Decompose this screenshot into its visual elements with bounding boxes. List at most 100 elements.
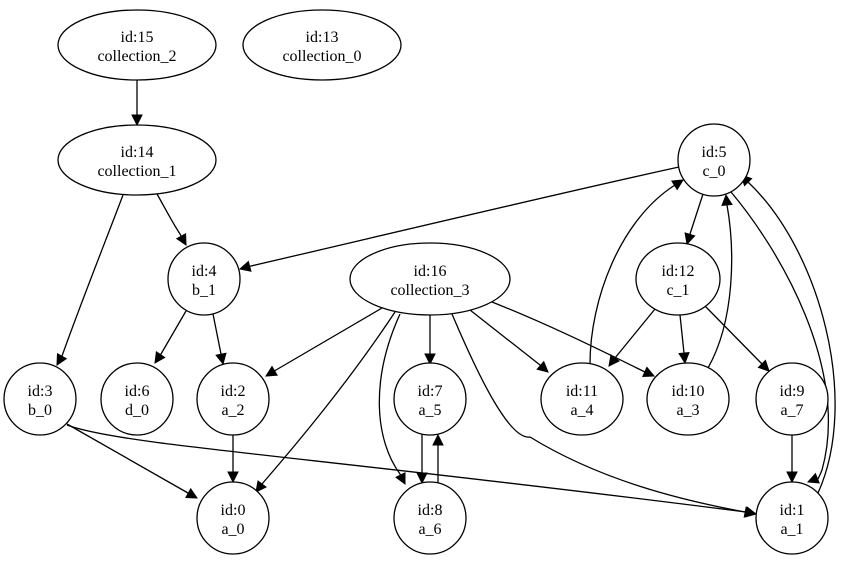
node-name-label: a_7 (780, 402, 803, 419)
node-name-label: b_0 (28, 402, 52, 419)
edge-4-to-2 (212, 313, 227, 366)
arrowhead-icon (265, 365, 278, 377)
node-ellipse (57, 9, 217, 81)
node-name-label: a_5 (418, 402, 441, 419)
node-id-label: id:13 (306, 29, 339, 46)
node-name-label: c_1 (666, 282, 689, 299)
node-id-label: id:3 (28, 383, 53, 400)
node-circle (393, 481, 467, 555)
edge-10-to-5 (707, 193, 733, 369)
edge-15-to-14 (131, 80, 143, 127)
arrowhead-icon (684, 232, 696, 246)
node-id-label: id:11 (566, 383, 598, 400)
arrowhead-icon (175, 233, 187, 246)
edge-14-to-3 (56, 194, 124, 366)
node-6[interactable]: id:6 d_0 (100, 362, 174, 436)
node-ellipse (646, 362, 730, 436)
node-name-label: b_1 (192, 282, 216, 299)
node-3[interactable]: id:3 b_0 (3, 362, 77, 436)
node-circle (3, 362, 77, 436)
node-id-label: id:1 (780, 502, 805, 519)
node-id-label: id:8 (418, 502, 443, 519)
arrowhead-icon (238, 260, 252, 272)
node-name-label: collection_3 (390, 282, 469, 299)
edge-line (378, 313, 404, 480)
edge-11-to-5 (589, 179, 684, 365)
arrowhead-icon (806, 472, 820, 484)
node-id-label: id:5 (702, 144, 727, 161)
edge-16-to-7 (424, 315, 436, 366)
edge-2-to-0 (227, 435, 239, 484)
node-circle (167, 242, 241, 316)
arrowhead-icon (215, 352, 227, 366)
node-circle (100, 362, 174, 436)
node-name-label: collection_1 (97, 163, 176, 180)
edge-12-to-11 (608, 308, 656, 367)
node-name-label: a_0 (221, 521, 244, 538)
node-ellipse (635, 242, 721, 316)
node-8[interactable]: id:8a_6 (393, 481, 467, 555)
arrowhead-icon (744, 506, 758, 518)
node-7[interactable]: id:7 a_5 (393, 362, 467, 436)
node-id-label: id:4 (192, 263, 217, 280)
node-id-label: id:6 (125, 383, 150, 400)
node-circle (196, 481, 270, 555)
arrowhead-icon (185, 487, 198, 499)
edge-5-to-4 (238, 166, 680, 272)
node-12[interactable]: id:12 c_1 (635, 242, 721, 316)
edge-14-to-4 (156, 193, 187, 246)
node-id-label: id:2 (221, 383, 246, 400)
edge-line (156, 193, 184, 240)
node-5[interactable]: id:5c_0 (677, 123, 751, 197)
node-11[interactable]: id:11 a_4 (540, 362, 624, 436)
node-id-label: id:0 (221, 502, 246, 519)
edge-line (245, 166, 680, 269)
node-name-label: a_1 (780, 521, 803, 538)
arrowhead-icon (671, 179, 684, 191)
arrowhead-icon (642, 366, 656, 378)
node-circle (196, 362, 270, 436)
node-name-label: a_3 (676, 402, 699, 419)
edge-line (589, 181, 680, 365)
node-1[interactable]: id:1 a_1 (755, 481, 829, 555)
node-id-label: id:9 (780, 383, 805, 400)
node-circle (677, 123, 751, 197)
edges-layer (56, 80, 836, 518)
edge-16-to-11 (469, 309, 549, 373)
arrowhead-icon (416, 472, 428, 485)
arrowhead-icon (536, 360, 549, 373)
node-circle (393, 362, 467, 436)
edge-3-to-1 (66, 424, 758, 518)
node-name-label: collection_2 (97, 48, 176, 65)
edge-9-to-1 (786, 435, 798, 484)
arrowhead-icon (255, 480, 267, 493)
node-name-label: d_0 (125, 402, 149, 419)
node-4[interactable]: id:4 b_1 (167, 242, 241, 316)
node-ellipse (540, 362, 624, 436)
arrowhead-icon (227, 471, 239, 484)
node-name-label: a_2 (221, 402, 244, 419)
arrowhead-icon (432, 433, 444, 446)
edge-5-to-12 (684, 193, 704, 246)
edge-12-to-10 (678, 314, 690, 365)
edge-3-to-0 (66, 423, 198, 499)
arrowhead-icon (786, 471, 798, 484)
edge-line (707, 199, 733, 369)
node-0[interactable]: id:0 a_0 (196, 481, 270, 555)
edge-16-to-2 (265, 307, 383, 377)
node-9[interactable]: id:9 a_7 (755, 362, 829, 436)
edge-line (491, 301, 650, 375)
node-2[interactable]: id:2 a_2 (196, 362, 270, 436)
node-id-label: id:7 (418, 383, 443, 400)
node-name-label: a_4 (570, 402, 593, 419)
node-id-label: id:12 (662, 263, 695, 280)
edge-7-to-8 (416, 434, 428, 485)
node-10[interactable]: id:10a_3 (646, 362, 730, 436)
arrowhead-icon (678, 351, 690, 365)
